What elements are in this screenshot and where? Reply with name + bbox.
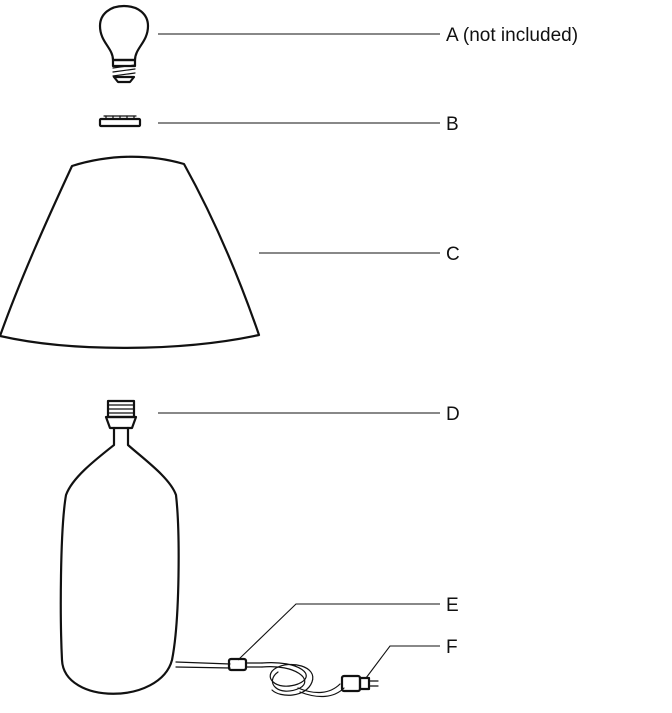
cord-and-plug-icon [261,662,379,698]
label-d: D [446,404,460,425]
label-f: F [446,637,458,658]
lamp-base-icon [59,399,180,695]
label-a: A (not included) [446,25,578,46]
label-b: B [446,114,459,135]
leader-e [237,603,440,661]
switch-icon [175,657,263,672]
label-e: E [446,595,459,616]
bulb-icon [98,4,150,84]
shade-ring-icon [98,115,142,128]
label-c: C [446,244,460,265]
lamp-shade-icon [0,155,261,349]
leader-f [365,645,440,679]
